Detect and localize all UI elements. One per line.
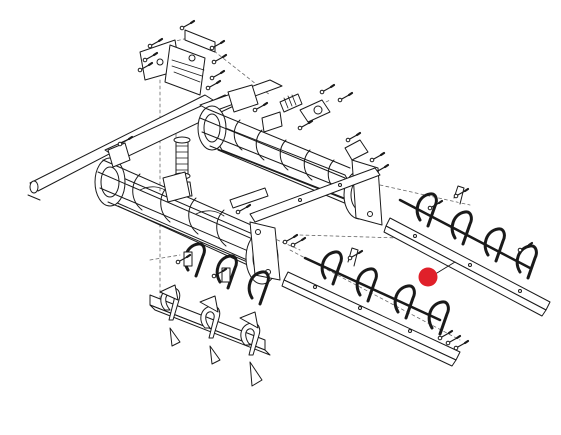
leveling-bar-right	[383, 185, 551, 317]
spring-assembly-right	[205, 69, 354, 133]
red-dot-marker-icon[interactable]	[418, 267, 438, 287]
front-cage-roller	[94, 135, 281, 285]
top-linkage-bracket	[137, 19, 228, 96]
link-bars	[229, 167, 381, 223]
tine-harrow-bar	[149, 242, 271, 387]
leveling-bar-middle	[281, 233, 470, 367]
